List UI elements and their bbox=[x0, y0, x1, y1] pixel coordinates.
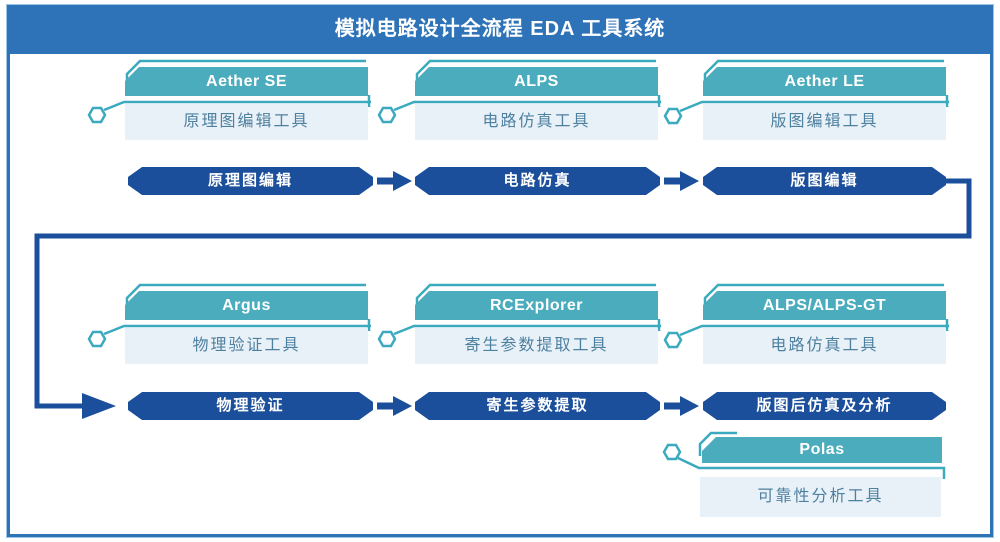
tool-card-desc-polas: 可靠性分析工具 bbox=[700, 477, 941, 517]
tool-card-header-argus: Argus bbox=[125, 291, 368, 320]
flow-step-parasitic-extract: 寄生参数提取 bbox=[415, 392, 660, 420]
tool-card-desc-alps-gt: 电路仿真工具 bbox=[703, 328, 946, 364]
tool-card-header-rcexplorer: RCExplorer bbox=[415, 291, 658, 320]
tool-card-desc-aether-se: 原理图编辑工具 bbox=[125, 104, 368, 140]
tool-card-header-alps-gt: ALPS/ALPS-GT bbox=[703, 291, 946, 320]
tool-card-header-aether-le: Aether LE bbox=[703, 67, 946, 96]
tool-card-desc-rcexplorer: 寄生参数提取工具 bbox=[415, 328, 658, 364]
tool-card-header-alps: ALPS bbox=[415, 67, 658, 96]
tool-card-desc-alps: 电路仿真工具 bbox=[415, 104, 658, 140]
diagram-title: 模拟电路设计全流程 EDA 工具系统 bbox=[7, 5, 993, 54]
tool-card-header-aether-se: Aether SE bbox=[125, 67, 368, 96]
tool-card-header-polas: Polas bbox=[702, 437, 942, 463]
flow-step-circuit-sim: 电路仿真 bbox=[415, 167, 660, 195]
flow-step-schematic-edit: 原理图编辑 bbox=[128, 167, 373, 195]
flow-step-layout-edit: 版图编辑 bbox=[703, 167, 946, 195]
flow-step-physical-verify: 物理验证 bbox=[128, 392, 373, 420]
tool-card-desc-aether-le: 版图编辑工具 bbox=[703, 104, 946, 140]
flow-step-post-layout-sim: 版图后仿真及分析 bbox=[703, 392, 946, 420]
tool-card-desc-argus: 物理验证工具 bbox=[125, 328, 368, 364]
